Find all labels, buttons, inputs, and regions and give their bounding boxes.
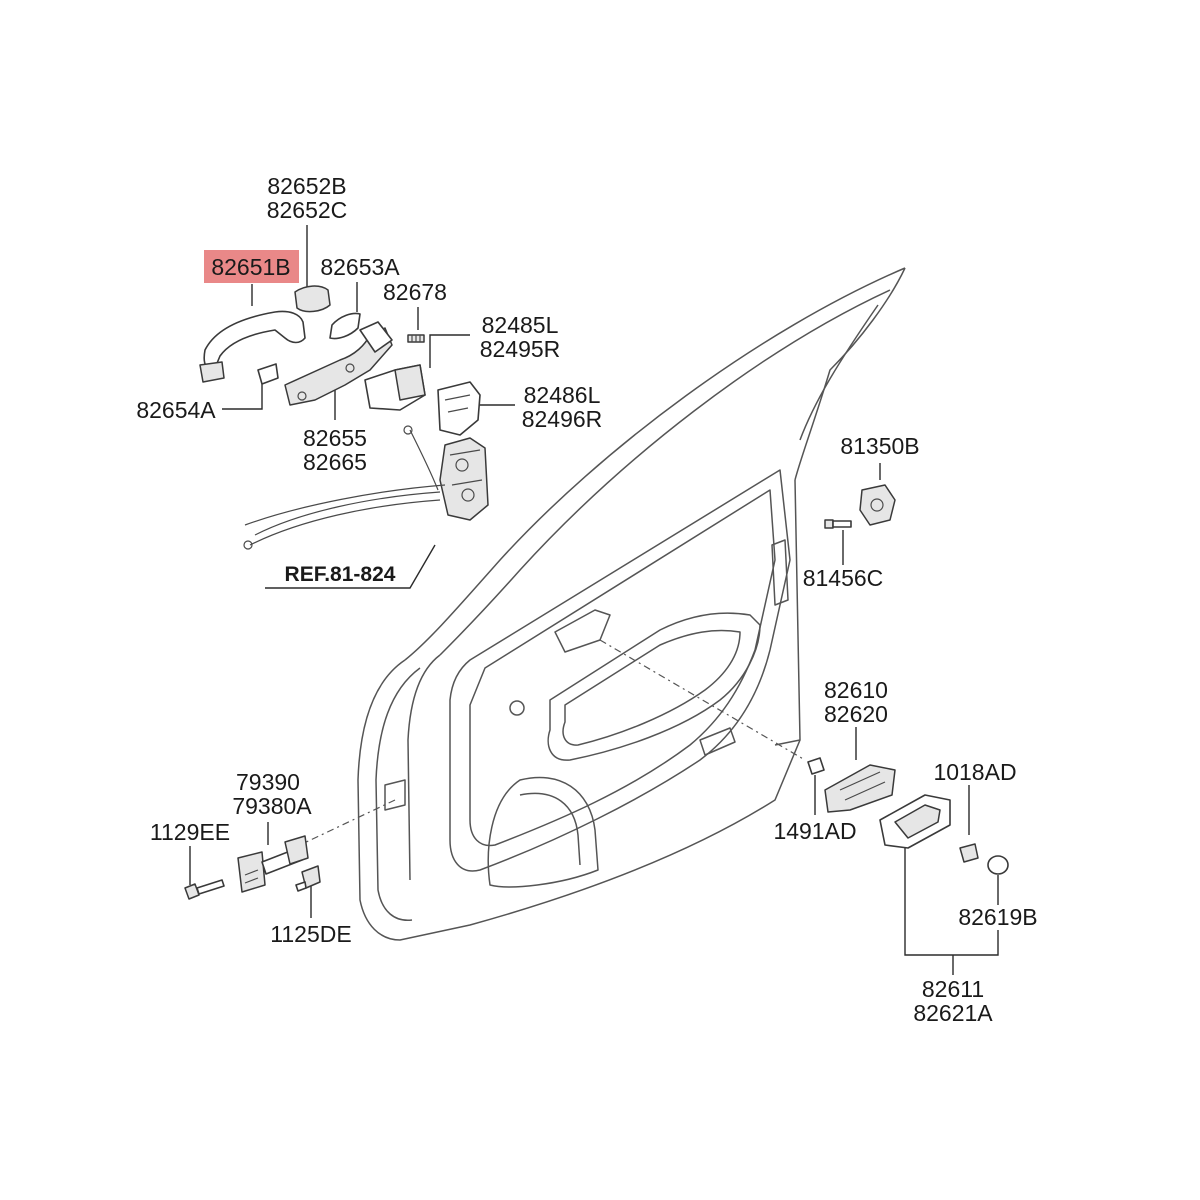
label-1125de: 1125DE xyxy=(270,921,351,947)
label-82655-line2: 82665 xyxy=(303,449,367,475)
label-82611-line1: 82611 xyxy=(922,976,984,1002)
gasket-rear xyxy=(329,312,361,340)
screw-cap xyxy=(987,855,1009,875)
label-82619b: 82619B xyxy=(958,904,1037,930)
label-82486-line2: 82496R xyxy=(522,406,603,432)
door-checker xyxy=(237,835,309,893)
label-82653a: 82653A xyxy=(320,254,400,280)
label-1491ad: 1491AD xyxy=(773,818,856,844)
label-82654a: 82654A xyxy=(136,397,216,423)
label-1129ee: 1129EE xyxy=(150,819,230,845)
label-82652-line2: 82652C xyxy=(267,197,348,223)
label-81350b: 81350B xyxy=(840,433,919,459)
door-striker xyxy=(859,484,896,526)
label-82678: 82678 xyxy=(383,279,447,305)
label-1018ad: 1018AD xyxy=(933,759,1016,785)
latch-assembly xyxy=(439,437,489,521)
outside-handle xyxy=(199,310,306,383)
label-ref: REF.81-824 xyxy=(285,563,396,586)
highlight-box xyxy=(204,250,299,283)
bezel-screw xyxy=(959,843,979,863)
label-82652-line1: 82652B xyxy=(267,173,346,199)
label-82485-line2: 82495R xyxy=(480,336,561,362)
inside-handle xyxy=(824,764,896,813)
label-79390-line2: 79380A xyxy=(232,793,312,819)
label-82655-line1: 82655 xyxy=(303,425,367,451)
gasket-front xyxy=(257,363,279,385)
bolt xyxy=(407,334,425,343)
handle-bracket xyxy=(284,321,393,406)
label-82610-line1: 82610 xyxy=(824,677,888,703)
leader-lines xyxy=(189,225,999,975)
label-82485-line1: 82485L xyxy=(482,312,559,338)
label-79390-line1: 79390 xyxy=(236,769,300,795)
inside-handle-bezel xyxy=(879,794,951,849)
clip xyxy=(807,757,825,775)
latch-protector xyxy=(364,364,426,411)
front-door-panel xyxy=(357,267,906,941)
actuator-rods xyxy=(243,425,446,550)
striker-screw xyxy=(824,519,852,529)
label-82611-line2: 82621A xyxy=(913,1000,993,1026)
checker-nut xyxy=(295,865,321,892)
handle-cap xyxy=(294,285,331,313)
latch-cover xyxy=(437,381,481,436)
label-82651b: 82651B xyxy=(211,254,290,280)
checker-bolt xyxy=(184,879,225,900)
label-82610-line2: 82620 xyxy=(824,701,888,727)
label-81456c: 81456C xyxy=(803,565,884,591)
label-82486-line1: 82486L xyxy=(524,382,601,408)
